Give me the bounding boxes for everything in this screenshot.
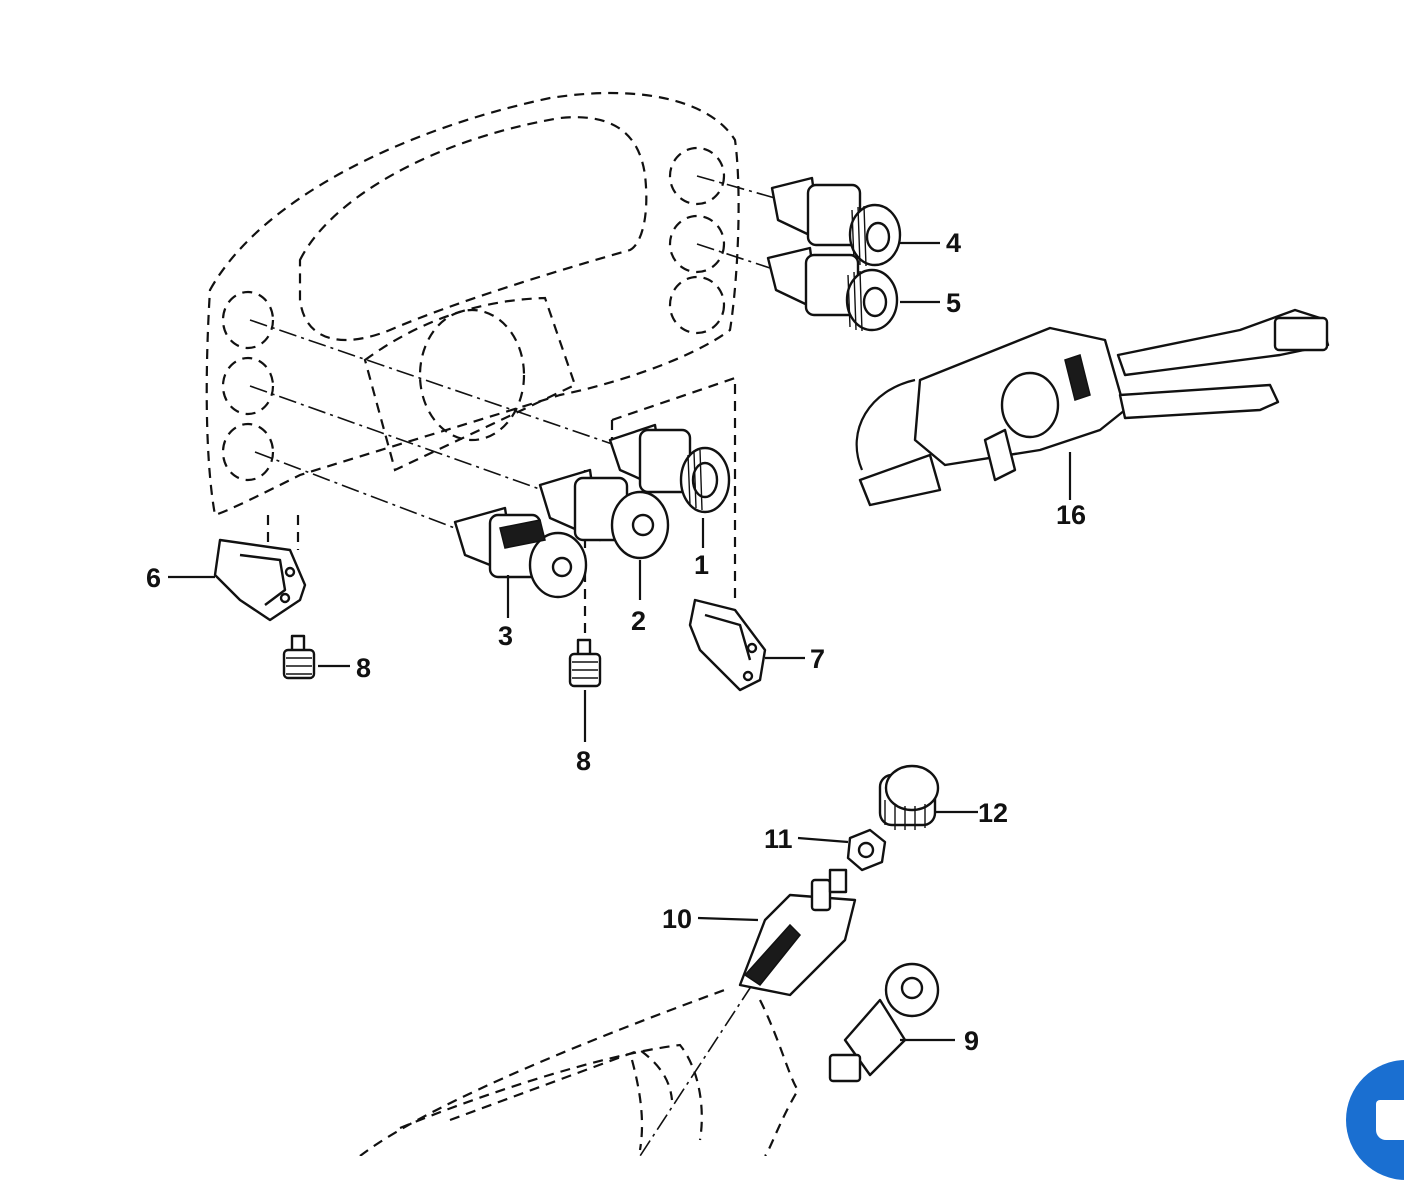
callout-8-centre: 8 bbox=[576, 746, 591, 776]
toggle-switch-10 bbox=[738, 868, 857, 997]
assembly-centre-lines bbox=[249, 175, 776, 531]
rotary-switch-5 bbox=[766, 246, 899, 332]
callout-9: 9 bbox=[964, 1026, 979, 1056]
bulb-8-centre bbox=[568, 638, 602, 688]
exploded-view-drawing: 1 2 3 4 5 6 7 8 8 9 10 11 12 16 bbox=[146, 91, 1330, 1156]
bulb-8-left bbox=[282, 634, 316, 680]
callout-labels: 1 2 3 4 5 6 7 8 8 9 10 11 12 16 bbox=[146, 228, 1086, 1056]
callout-6: 6 bbox=[146, 563, 161, 593]
callout-5: 5 bbox=[946, 288, 961, 318]
callout-1: 1 bbox=[694, 550, 709, 580]
rotary-switch-1 bbox=[608, 423, 731, 514]
mounting-bracket-7 bbox=[688, 598, 767, 692]
callout-2: 2 bbox=[631, 606, 646, 636]
callout-8-left: 8 bbox=[356, 653, 371, 683]
parts-diagram: 1 2 3 4 5 6 7 8 8 9 10 11 12 16 bbox=[146, 91, 1404, 1180]
knob-12 bbox=[878, 764, 940, 830]
nut-11 bbox=[846, 828, 887, 872]
callout-12: 12 bbox=[978, 798, 1008, 828]
callout-10: 10 bbox=[662, 904, 692, 934]
rotary-switch-4 bbox=[770, 176, 902, 267]
callout-11: 11 bbox=[764, 824, 793, 854]
lower-console-outline bbox=[359, 984, 800, 1156]
dashboard-outline bbox=[205, 91, 740, 640]
rotary-switch-3 bbox=[453, 506, 588, 599]
rotary-switch-2 bbox=[538, 468, 670, 560]
callout-3: 3 bbox=[498, 621, 513, 651]
chat-icon bbox=[1376, 1100, 1404, 1140]
leader-lines bbox=[168, 241, 1072, 1042]
callout-16: 16 bbox=[1056, 500, 1086, 530]
push-switch-9 bbox=[828, 962, 940, 1083]
callout-7: 7 bbox=[810, 644, 825, 674]
mounting-bracket-6 bbox=[213, 538, 307, 622]
callout-4: 4 bbox=[946, 228, 961, 258]
combination-switch-16 bbox=[855, 308, 1330, 507]
